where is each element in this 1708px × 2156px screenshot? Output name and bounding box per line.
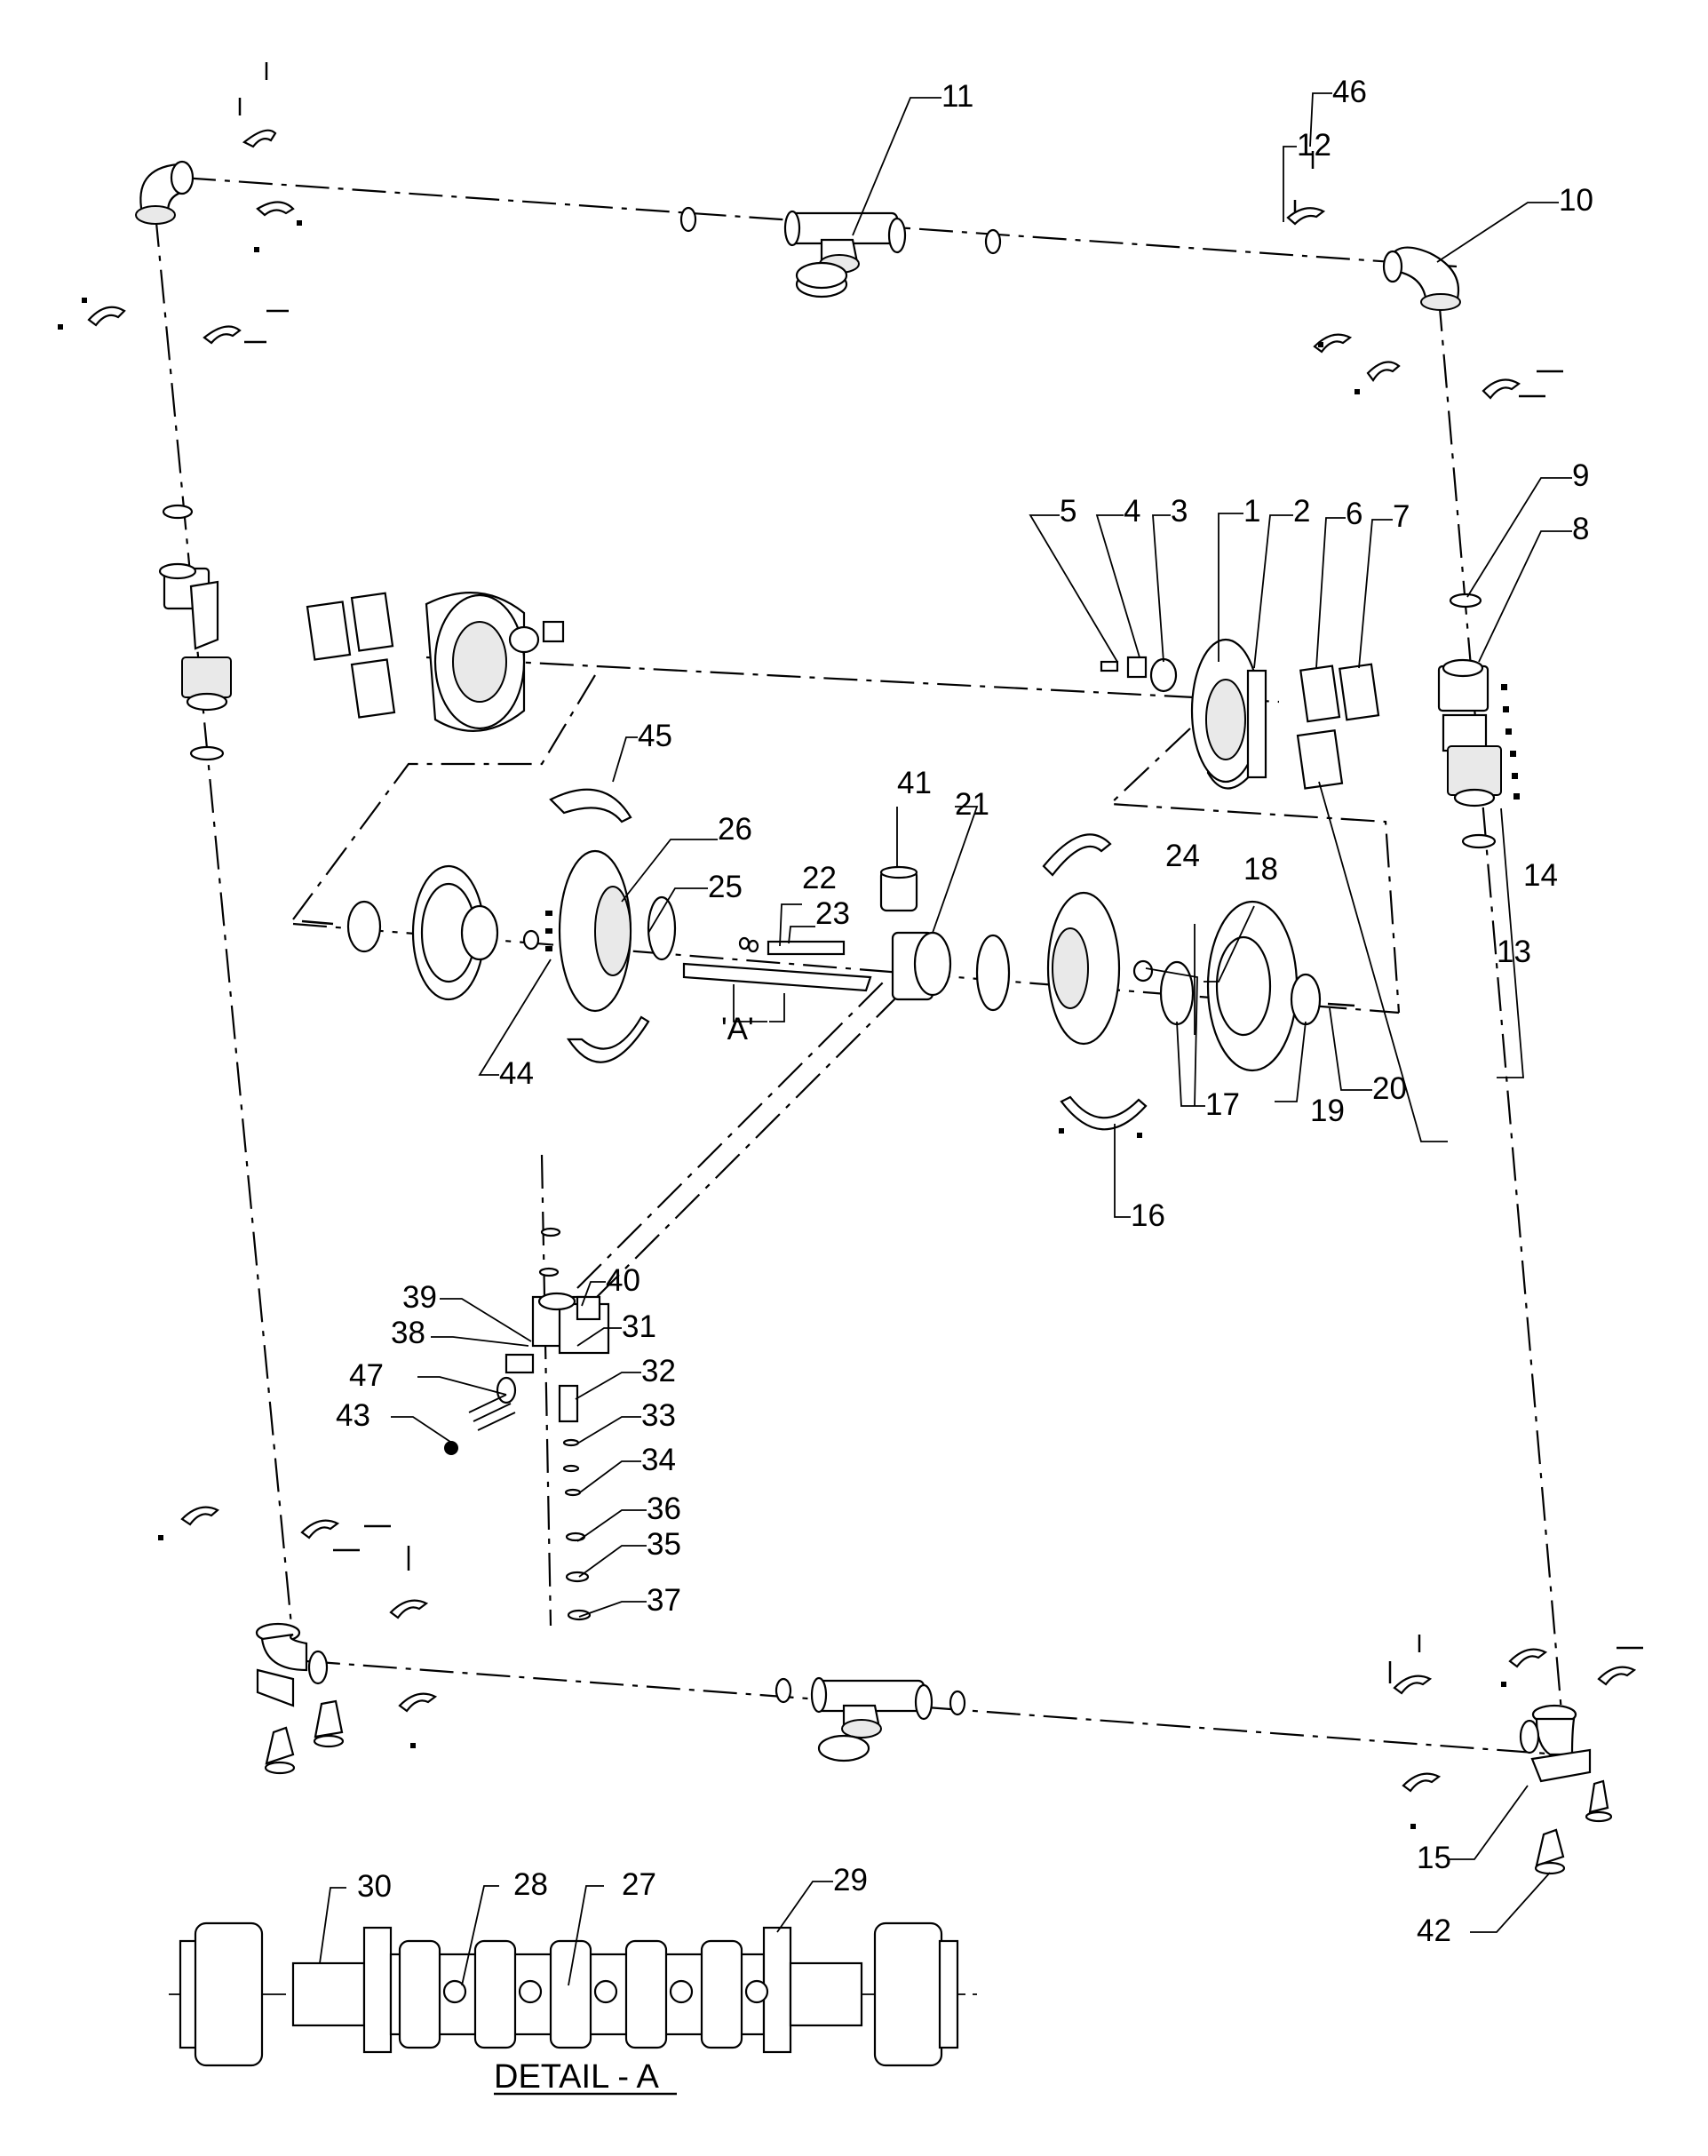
left-outer-chamber	[306, 592, 565, 732]
callout-35: 35	[647, 1527, 681, 1562]
right-outer-chamber	[1100, 638, 1380, 790]
callout-5: 5	[1060, 494, 1076, 529]
spool-groove-5	[700, 1939, 743, 2049]
callout-19: 19	[1310, 1094, 1345, 1128]
callout-29: 29	[833, 1863, 868, 1897]
callout-26: 26	[718, 812, 752, 847]
left-manifold-assembly	[158, 504, 232, 761]
callout-33: 33	[641, 1398, 676, 1433]
spool-port-2	[518, 1979, 543, 2004]
callout-8: 8	[1572, 512, 1589, 546]
callout-10: 10	[1559, 183, 1593, 218]
center-section	[682, 865, 1011, 1012]
tee-fitting-top	[783, 210, 907, 274]
callout-39: 39	[402, 1280, 437, 1315]
callout-46: 46	[1332, 75, 1367, 109]
spool-port-4	[669, 1979, 694, 2004]
o-ring-top-1	[679, 206, 697, 233]
spool-port-1	[442, 1979, 467, 2004]
callout-38: 38	[391, 1316, 425, 1350]
callout-9: 9	[1572, 458, 1589, 493]
callout-6: 6	[1346, 497, 1362, 531]
callout-22: 22	[802, 861, 837, 895]
callout-14: 14	[1523, 858, 1558, 893]
spool-groove-4	[624, 1939, 668, 2049]
callout-41: 41	[897, 766, 932, 800]
callout-15: 15	[1417, 1841, 1451, 1875]
right-diaphragm-stack	[1042, 833, 1355, 1138]
spool-groove-2	[473, 1939, 517, 2049]
callout-13: 13	[1497, 935, 1531, 969]
spool-port-3	[593, 1979, 618, 2004]
leader-lines	[319, 92, 1572, 1986]
callout-12: 12	[1297, 128, 1331, 163]
assembly-centerlines	[154, 176, 1565, 1756]
detail-reference: 'A'	[721, 1012, 754, 1046]
clamp-hardware-bottom	[158, 1506, 1643, 1829]
callout-42: 42	[1417, 1913, 1451, 1948]
callout-21: 21	[955, 787, 989, 822]
callout-11: 11	[941, 79, 973, 114]
callout-24: 24	[1165, 839, 1200, 873]
callout-4: 4	[1124, 494, 1140, 529]
callout-labels: 1 2 3 4 5 6 7 8 9 10 11 12 13 14 15 16 1…	[336, 75, 1593, 1948]
callout-18: 18	[1243, 852, 1278, 887]
callout-31: 31	[622, 1309, 656, 1344]
callout-40: 40	[606, 1263, 640, 1298]
callout-37: 37	[647, 1583, 681, 1618]
callout-36: 36	[647, 1492, 681, 1526]
callout-28: 28	[513, 1867, 548, 1902]
sleeve-bottom	[817, 1734, 870, 1762]
elbow-top-left	[135, 160, 195, 225]
callout-43: 43	[336, 1398, 370, 1433]
callout-20: 20	[1372, 1071, 1407, 1106]
callout-3: 3	[1171, 494, 1188, 529]
o-ring-bottom-2	[949, 1690, 966, 1716]
air-valve-assembly	[444, 1227, 610, 1621]
callout-45: 45	[638, 719, 672, 753]
elbow-top-right	[1382, 246, 1461, 311]
spool-groove-3	[549, 1939, 592, 2049]
o-ring-bottom-1	[775, 1677, 792, 1704]
callout-44: 44	[499, 1056, 534, 1091]
sleeve-top	[795, 261, 848, 298]
callout-2: 2	[1293, 494, 1310, 529]
callout-34: 34	[641, 1443, 676, 1477]
callout-25: 25	[708, 870, 743, 904]
callout-1: 1	[1243, 494, 1260, 529]
clamp-hardware-top	[58, 62, 1563, 400]
callout-23: 23	[815, 896, 850, 931]
bottom-manifold	[158, 1506, 1643, 1875]
elbow-bottom-right	[1519, 1704, 1613, 1875]
right-manifold-assembly	[1437, 593, 1520, 849]
callout-32: 32	[641, 1354, 676, 1388]
callout-16: 16	[1131, 1198, 1165, 1233]
elbow-bottom-left	[255, 1622, 345, 1775]
detail-a-view	[169, 1921, 977, 2067]
left-diaphragm-stack	[301, 788, 677, 1063]
o-ring-top-2	[984, 228, 1002, 255]
callout-30: 30	[357, 1869, 392, 1904]
callout-47: 47	[349, 1358, 384, 1393]
spool-port-5	[744, 1979, 769, 2004]
callout-7: 7	[1393, 499, 1410, 534]
tee-fitting-bottom	[810, 1676, 933, 1738]
callout-27: 27	[622, 1867, 656, 1902]
detail-title: DETAIL - A	[494, 2058, 659, 2096]
callout-17: 17	[1205, 1087, 1240, 1122]
spool-groove-1	[398, 1939, 441, 2049]
top-manifold	[58, 62, 1563, 400]
